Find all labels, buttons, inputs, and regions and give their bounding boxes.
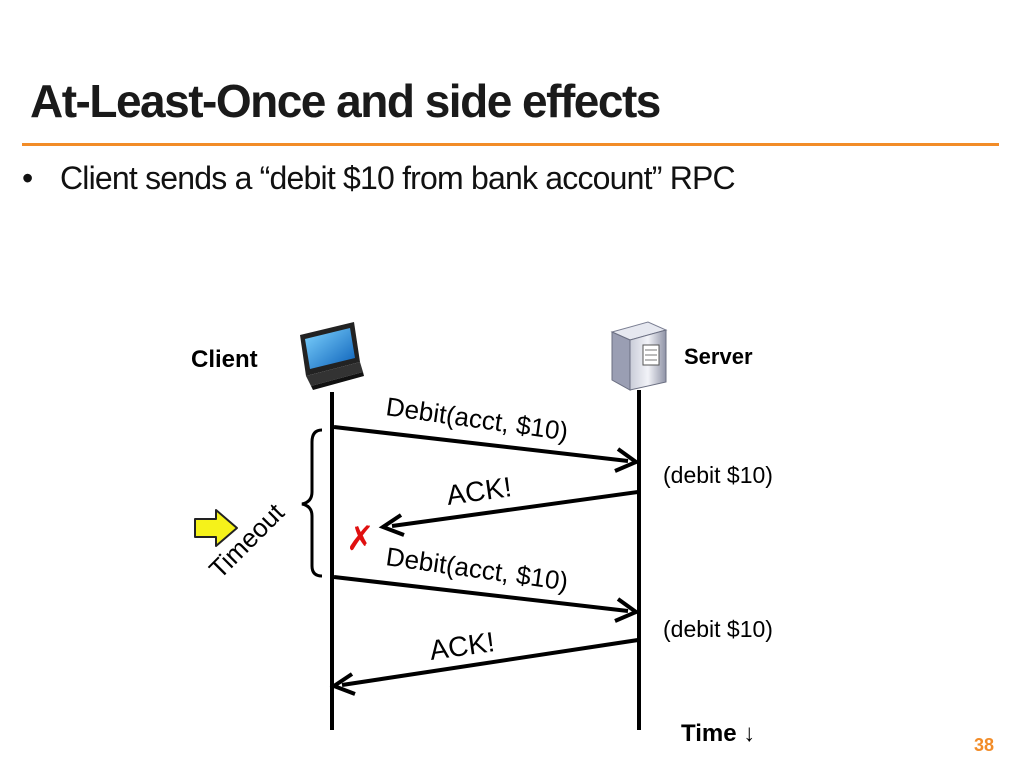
ack-arrow-1 <box>378 490 639 537</box>
request-arrow-2 <box>333 575 641 623</box>
failure-mark: ✗ <box>346 520 375 558</box>
ack-label-1: ACK! <box>445 471 514 511</box>
timeout-pointer-icon <box>194 509 238 547</box>
client-label: Client <box>191 346 258 373</box>
request-label-2: Debit(acct, $10) <box>384 541 570 596</box>
bullet-item: • Client sends a “debit $10 from bank acc… <box>22 160 736 197</box>
ack-arrow-2 <box>329 638 639 696</box>
slide-title: At-Least-Once and side effects <box>30 75 661 127</box>
request-label-1: Debit(acct, $10) <box>384 391 570 446</box>
title-divider <box>22 143 999 146</box>
timeout-brace <box>301 428 323 578</box>
server-label: Server <box>684 344 753 369</box>
page-number: 38 <box>973 735 994 755</box>
bullet-text: Client sends a “debit $10 from bank acco… <box>60 160 736 196</box>
server-note-1: (debit $10) <box>663 462 773 488</box>
server-note-2: (debit $10) <box>663 616 773 642</box>
time-label: Time ↓ <box>681 720 755 747</box>
request-arrow-1 <box>333 425 641 473</box>
ack-label-2: ACK! <box>428 626 497 666</box>
bullet-dot: • <box>22 160 33 196</box>
server-tower-icon <box>610 321 668 391</box>
laptop-icon <box>300 322 364 390</box>
